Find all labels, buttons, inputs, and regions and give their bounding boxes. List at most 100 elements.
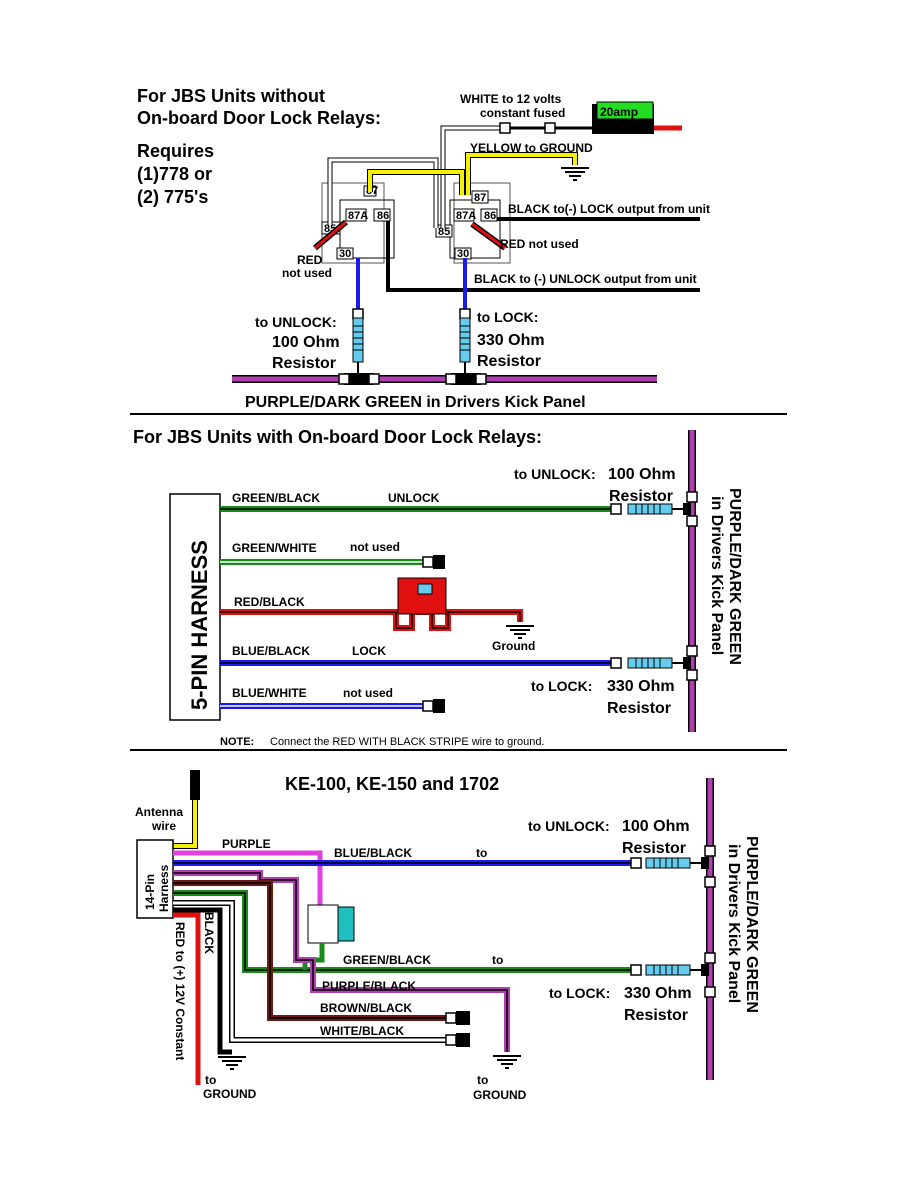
s3-unlock-label-b: 100 Ohm — [622, 818, 690, 835]
pin-30-left: 30 — [339, 248, 351, 260]
s3-unlock-label-a: to UNLOCK: — [528, 818, 610, 834]
s2-unlock-label-b: 100 Ohm — [608, 466, 676, 483]
black-unlock-label: BLACK to (-) UNLOCK output from unit — [474, 272, 697, 286]
harness-label: 5-PIN HARNESS — [187, 540, 212, 710]
s2-unlock-label-c: Resistor — [609, 488, 673, 505]
purple-black-label: PURPLE/BLACK — [322, 979, 416, 993]
lock-resistor-line2: 330 Ohm — [477, 332, 545, 349]
pin-86-left: 86 — [377, 210, 389, 222]
purple-label: PURPLE — [222, 837, 271, 851]
green-black-label: GREEN/BLACK — [232, 491, 320, 505]
relay-block-icon — [397, 577, 447, 615]
s2-unlock-label-a: to UNLOCK: — [514, 466, 596, 482]
harness-label-line2: Harness — [157, 864, 171, 912]
s3-lock-label-c: Resistor — [624, 1007, 688, 1024]
white-black-label: WHITE/BLACK — [320, 1024, 404, 1038]
unlock-resistor-icon-s3 — [645, 857, 691, 869]
requires-line3: (2) 775's — [137, 187, 208, 207]
fourteen-pin-harness — [136, 839, 174, 919]
five-pin-harness — [169, 493, 221, 721]
pin-30-right: 30 — [457, 248, 469, 260]
s2-vertical-label-1: PURPLE/DARK GREEN — [726, 488, 743, 665]
antenna-icon — [190, 770, 200, 800]
s2-lock-label-a: to LOCK: — [531, 678, 592, 694]
ground-icon-s2 — [505, 625, 535, 639]
section-with-relays: For JBS Units with On-board Door Lock Re… — [133, 427, 743, 748]
antenna-wire — [172, 800, 197, 848]
section3-title: KE-100, KE-150 and 1702 — [285, 774, 499, 794]
black-label-s3: BLACK — [202, 912, 216, 954]
yellow-wire-label: YELLOW to GROUND — [470, 141, 593, 155]
white-wire-label-line1: WHITE to 12 volts — [460, 92, 562, 106]
unlock-resistor-icon — [352, 317, 364, 363]
pin-85-right: 85 — [438, 226, 450, 238]
white-black-wire — [173, 901, 447, 1042]
pin-87-right: 87 — [474, 192, 486, 204]
pin-86-right: 86 — [484, 210, 496, 222]
s3-vertical-label-2: in Drivers Kick Panel — [725, 844, 742, 1003]
brown-black-wire — [173, 882, 447, 1019]
purple-kick-panel-label: PURPLE/DARK GREEN in Drivers Kick Panel — [245, 394, 586, 411]
to-label-1: to — [476, 846, 487, 860]
to-ground-left-b: GROUND — [203, 1087, 257, 1101]
green-white-label: GREEN/WHITE — [232, 541, 317, 555]
red-right-label: RED not used — [500, 237, 579, 251]
red-wire-left — [314, 220, 347, 250]
lock-resistor-icon — [459, 317, 471, 363]
harness-label-line1: 14-Pin — [143, 874, 157, 910]
purple-wire — [173, 850, 323, 905]
pin-87a-left: 87A — [348, 210, 368, 222]
diode-module-icon — [307, 904, 339, 944]
to-ground-right-a: to — [477, 1073, 488, 1087]
fuse-label: 20amp — [600, 105, 638, 119]
to-ground-left-a: to — [205, 1073, 216, 1087]
to-ground-right-b: GROUND — [473, 1088, 527, 1102]
ground-icon-s3-left — [217, 1056, 247, 1070]
ground-icon-s3-right — [492, 1055, 522, 1069]
red-left-label-line2: not used — [282, 266, 332, 280]
white-wire — [441, 126, 505, 228]
purple-black-wire — [173, 872, 508, 1052]
white-wire-label-line2: constant fused — [480, 106, 565, 120]
ground-label-s2: Ground — [492, 639, 535, 653]
antenna-label-line2: wire — [151, 819, 176, 833]
requires-line2: (1)778 or — [137, 164, 212, 184]
requires-line1: Requires — [137, 141, 214, 161]
note-text: Connect the RED WITH BLACK STRIPE wire t… — [270, 736, 545, 748]
green-black-wire-s3 — [173, 892, 632, 971]
unlock-resistor-line2: 100 Ohm — [272, 334, 340, 351]
green-black-label-s3: GREEN/BLACK — [343, 953, 431, 967]
to-label-2: to — [492, 953, 503, 967]
relay-left — [321, 182, 395, 264]
lock-resistor-icon-s2 — [627, 657, 673, 669]
section2-title: For JBS Units with On-board Door Lock Re… — [133, 427, 542, 447]
s2-lock-label-c: Resistor — [607, 700, 671, 717]
note-label: NOTE: — [220, 736, 254, 748]
lock-resistor-line3: Resistor — [477, 353, 541, 370]
red-constant-wire — [173, 912, 201, 1085]
lock-label: LOCK — [352, 644, 386, 658]
not-used-label-2: not used — [343, 686, 393, 700]
blue-black-label-s3: BLUE/BLACK — [334, 846, 412, 860]
s3-lock-label-a: to LOCK: — [549, 985, 610, 1001]
red-wire-right — [471, 222, 506, 250]
blue-white-label: BLUE/WHITE — [232, 686, 307, 700]
ground-icon — [560, 167, 590, 181]
fuse-icon — [596, 101, 654, 120]
section-ke-100: KE-100, KE-150 and 1702 Antenna wire 14-… — [135, 770, 760, 1102]
red-black-label: RED/BLACK — [234, 595, 305, 609]
lock-resistor-icon-s3 — [645, 964, 691, 976]
pin-87a-right: 87A — [456, 210, 476, 222]
s3-unlock-label-c: Resistor — [622, 840, 686, 857]
black-lock-label: BLACK to(-) LOCK output from unit — [508, 202, 710, 216]
red-left-label-line1: RED — [297, 253, 323, 267]
section1-title-line1: For JBS Units without — [137, 86, 325, 106]
unlock-resistor-line3: Resistor — [272, 355, 336, 372]
unlock-resistor-line1: to UNLOCK: — [255, 314, 337, 330]
unlock-resistor-icon-s2 — [627, 503, 673, 515]
blue-black-label: BLUE/BLACK — [232, 644, 310, 658]
s2-lock-label-b: 330 Ohm — [607, 678, 675, 695]
yellow-wire — [466, 153, 577, 195]
black-unlock-wire — [386, 221, 700, 292]
